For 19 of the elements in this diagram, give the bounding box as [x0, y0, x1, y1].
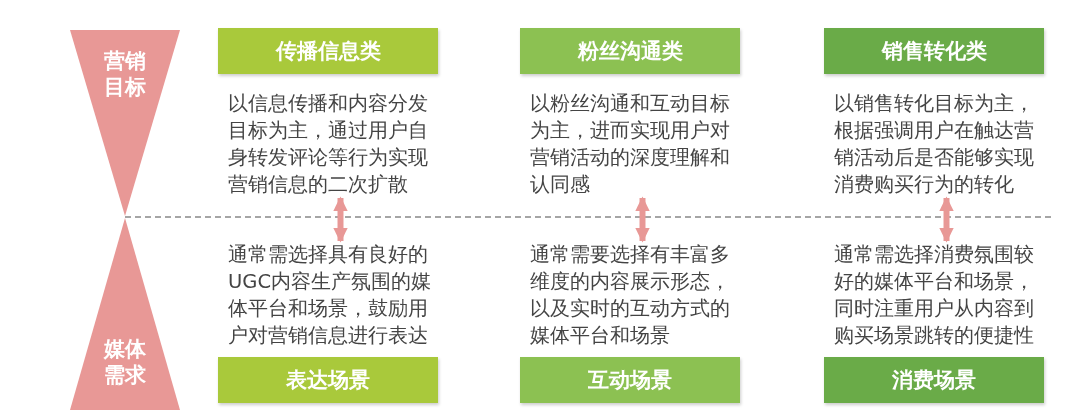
description-text: 以信息传播和内容分发目标为主，通过用户自身转发评论等行为实现营销信息的二次扩散 — [228, 90, 433, 198]
triangle-label: 营销目标 — [103, 48, 147, 101]
double-arrow — [939, 196, 954, 243]
description-text: 通常需要选择有丰富多维度的内容展示形态，以及实时的互动方式的媒体平台和场景 — [530, 241, 735, 349]
description-text: 以销售转化目标为主，根据强调用户在触达营销活动后是否能够实现消费购买行为的转化 — [834, 90, 1039, 198]
double-arrow — [333, 196, 348, 243]
description-text: 以粉丝沟通和互动目标为主，进而实现用户对营销活动的深度理解和认同感 — [530, 90, 735, 198]
scene-label: 消费场景 — [824, 357, 1044, 403]
category-header: 粉丝沟通类 — [520, 28, 740, 74]
scene-label: 互动场景 — [520, 357, 740, 403]
description-text: 通常需选择具有良好的UGC内容生产氛围的媒体平台和场景，鼓励用户对营销信息进行表达 — [228, 241, 433, 349]
scene-label: 表达场景 — [218, 357, 438, 403]
triangle-shape — [70, 30, 180, 216]
double-arrow — [635, 196, 650, 243]
triangle-shape — [70, 218, 180, 410]
category-header: 传播信息类 — [218, 28, 438, 74]
description-text: 通常需选择消费氛围较好的媒体平台和场景，同时注重用户从内容到购买场景跳转的便捷性 — [834, 241, 1039, 349]
triangle-label: 媒体需求 — [102, 336, 147, 389]
category-header: 销售转化类 — [824, 28, 1044, 74]
